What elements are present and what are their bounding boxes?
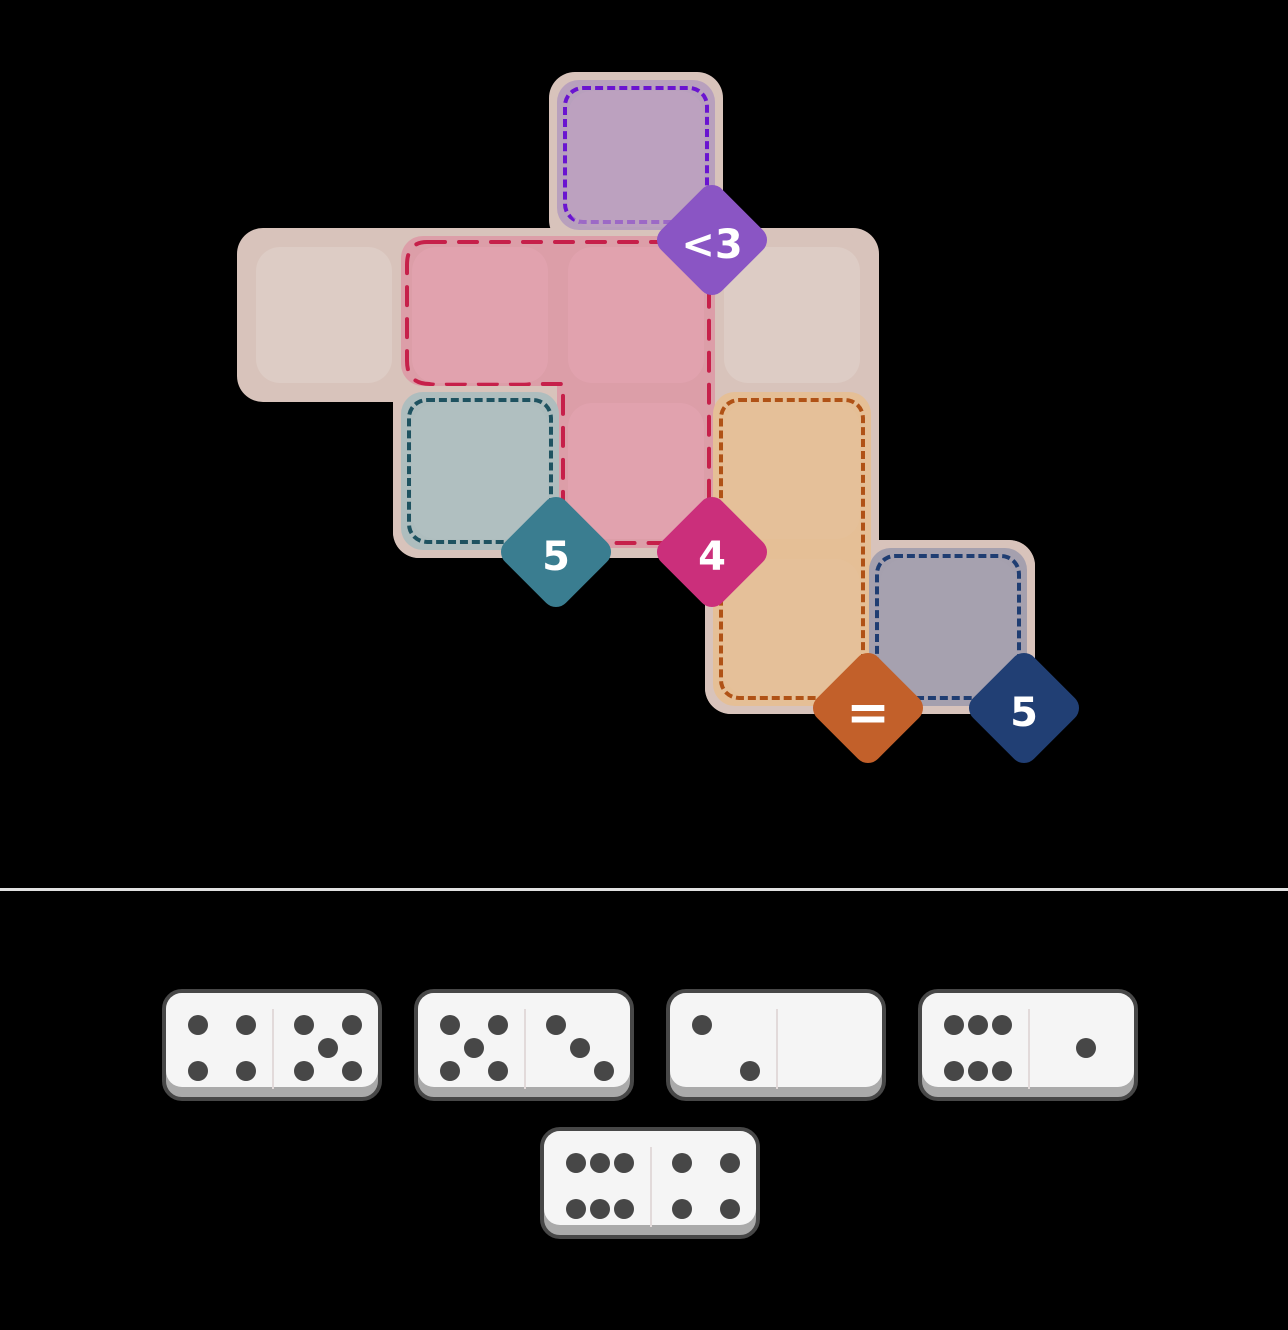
region-teal-border [407, 398, 553, 544]
pip [614, 1199, 634, 1219]
pip [992, 1061, 1012, 1081]
domino-face [166, 993, 378, 1089]
cell-r1c3[interactable] [724, 247, 860, 383]
puzzle-board: <3 5 4 = 5 [237, 72, 1085, 769]
constraint-label-orange: = [846, 683, 890, 743]
domino-half-1 [1030, 993, 1136, 1095]
pip [740, 1061, 760, 1081]
pip [720, 1199, 740, 1219]
domino-divider [650, 1147, 652, 1227]
cell-r2c3[interactable] [724, 403, 860, 539]
domino-divider [1028, 1009, 1030, 1089]
cell-r2c2[interactable] [568, 403, 704, 539]
cell-r3c3[interactable] [724, 559, 860, 695]
domino-half-0 [778, 993, 884, 1095]
constraint-label-navy: 5 [1010, 690, 1038, 736]
domino-half-6 [544, 1131, 650, 1233]
pip [672, 1153, 692, 1173]
pip [566, 1199, 586, 1219]
domino-half-5 [274, 993, 380, 1095]
pip [720, 1153, 740, 1173]
domino-6-1[interactable] [918, 989, 1138, 1101]
domino-divider [776, 1009, 778, 1089]
pip [236, 1015, 256, 1035]
domino-divider [524, 1009, 526, 1089]
pip [692, 1015, 712, 1035]
pip [546, 1015, 566, 1035]
domino-divider [272, 1009, 274, 1089]
pip [590, 1153, 610, 1173]
pip [464, 1038, 484, 1058]
pip [566, 1153, 586, 1173]
domino-half-3 [526, 993, 632, 1095]
cell-r3c4[interactable] [880, 559, 1016, 695]
pip [342, 1015, 362, 1035]
domino-face [670, 993, 882, 1089]
pip [944, 1015, 964, 1035]
region-navy-border [875, 554, 1021, 700]
pip [968, 1015, 988, 1035]
pip [294, 1015, 314, 1035]
constraint-label-purple: <3 [681, 222, 743, 268]
pip [968, 1061, 988, 1081]
pip [672, 1199, 692, 1219]
domino-face [418, 993, 630, 1089]
pip [944, 1061, 964, 1081]
pip [294, 1061, 314, 1081]
cell-r1c0[interactable] [256, 247, 392, 383]
pip [1076, 1038, 1096, 1058]
pip [488, 1015, 508, 1035]
pip [342, 1061, 362, 1081]
pip [570, 1038, 590, 1058]
pip [992, 1015, 1012, 1035]
domino-2-0[interactable] [666, 989, 886, 1101]
pip [440, 1015, 460, 1035]
pip [488, 1061, 508, 1081]
section-divider [0, 888, 1288, 891]
cell-r0c2[interactable] [568, 91, 704, 227]
domino-4-5[interactable] [162, 989, 382, 1101]
pip [590, 1199, 610, 1219]
pip [236, 1061, 256, 1081]
domino-half-4 [652, 1131, 758, 1233]
cell-r2c1[interactable] [412, 403, 548, 539]
cell-r1c1[interactable] [412, 247, 548, 383]
domino-6-4[interactable] [540, 1127, 760, 1239]
domino-half-2 [670, 993, 776, 1095]
constraint-label-red: 4 [698, 534, 726, 580]
pip [318, 1038, 338, 1058]
pip [188, 1015, 208, 1035]
pip [188, 1061, 208, 1081]
domino-half-5 [418, 993, 524, 1095]
domino-half-6 [922, 993, 1028, 1095]
domino-face [544, 1131, 756, 1227]
domino-5-3[interactable] [414, 989, 634, 1101]
domino-face [922, 993, 1134, 1089]
pip [594, 1061, 614, 1081]
pip [614, 1153, 634, 1173]
domino-half-4 [166, 993, 272, 1095]
constraint-label-teal: 5 [542, 534, 570, 580]
pip [440, 1061, 460, 1081]
